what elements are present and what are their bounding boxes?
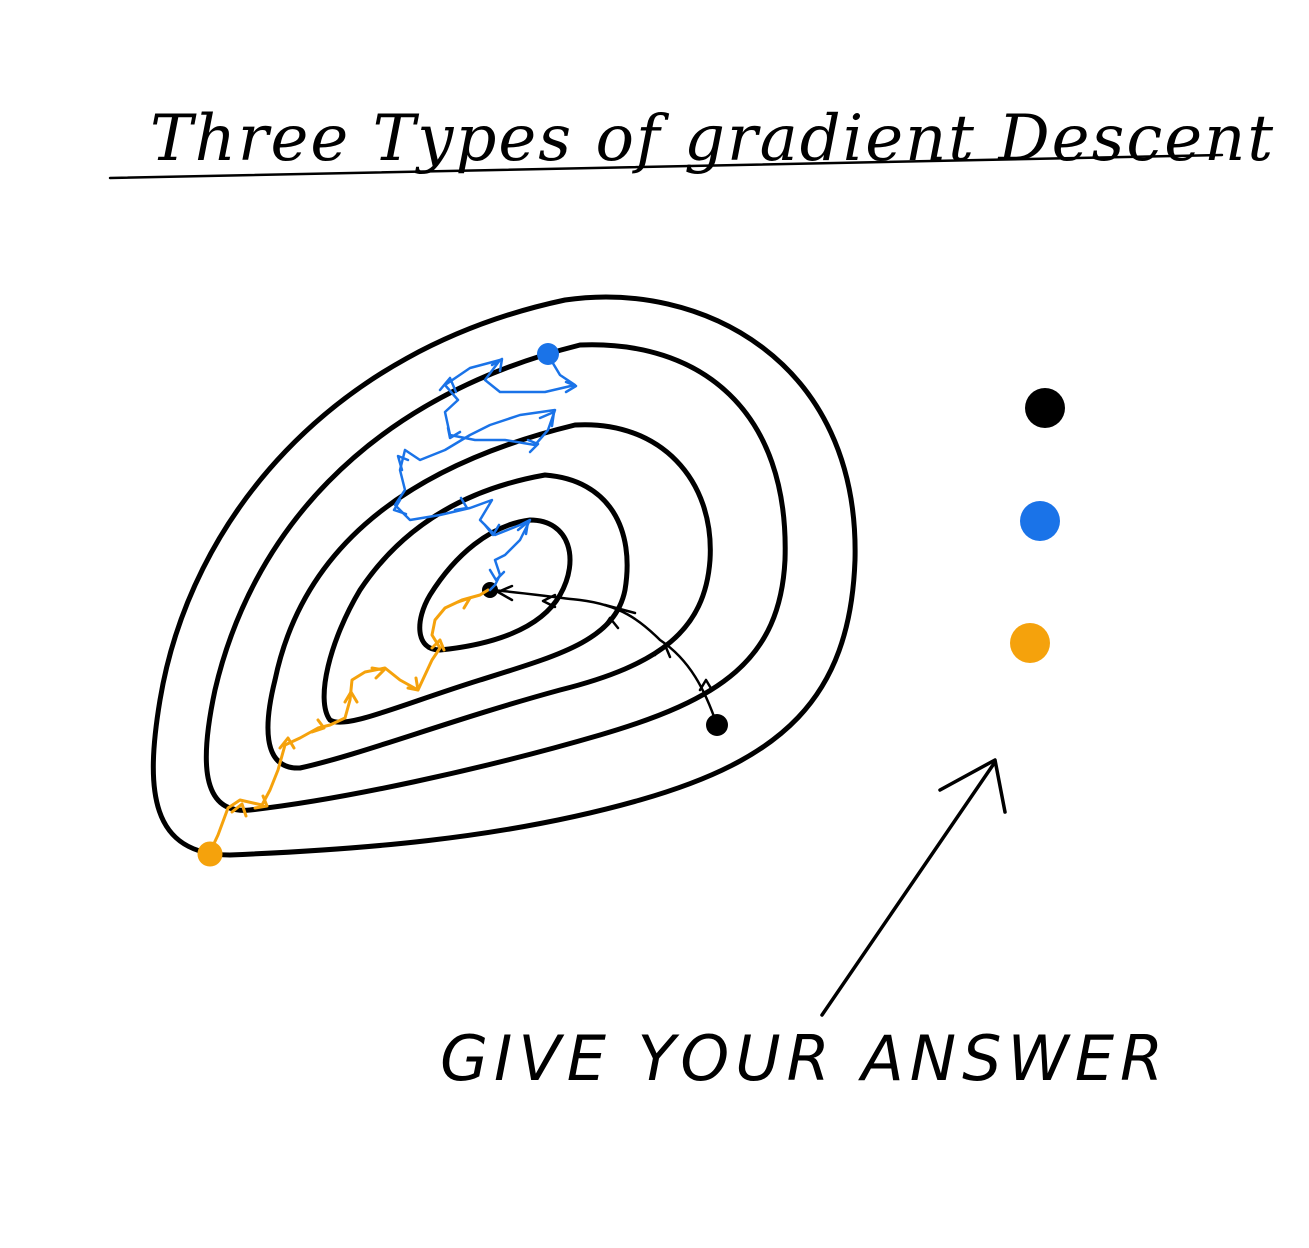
orange-start-dot [197, 841, 223, 867]
black-start-dot [706, 714, 728, 736]
contour-4 [321, 472, 630, 725]
title: Three Types of gradient Descent [150, 102, 1275, 176]
orange-descent-path [197, 588, 490, 867]
legend-dot-orange [1010, 623, 1050, 663]
answer-prompt: GIVE YOUR ANSWER [440, 1022, 1169, 1095]
contour-2 [203, 342, 788, 813]
legend-dot-blue [1020, 501, 1060, 541]
pointer-arrow [820, 758, 1007, 1017]
blue-descent-path [392, 343, 578, 592]
black-descent-path [482, 582, 728, 736]
legend [1010, 388, 1065, 663]
contour-lines [150, 294, 858, 858]
legend-dot-black [1025, 388, 1065, 428]
contour-1 [150, 294, 858, 858]
blue-start-dot [537, 343, 559, 365]
contour-3 [265, 422, 713, 771]
title-underline [108, 153, 1224, 180]
